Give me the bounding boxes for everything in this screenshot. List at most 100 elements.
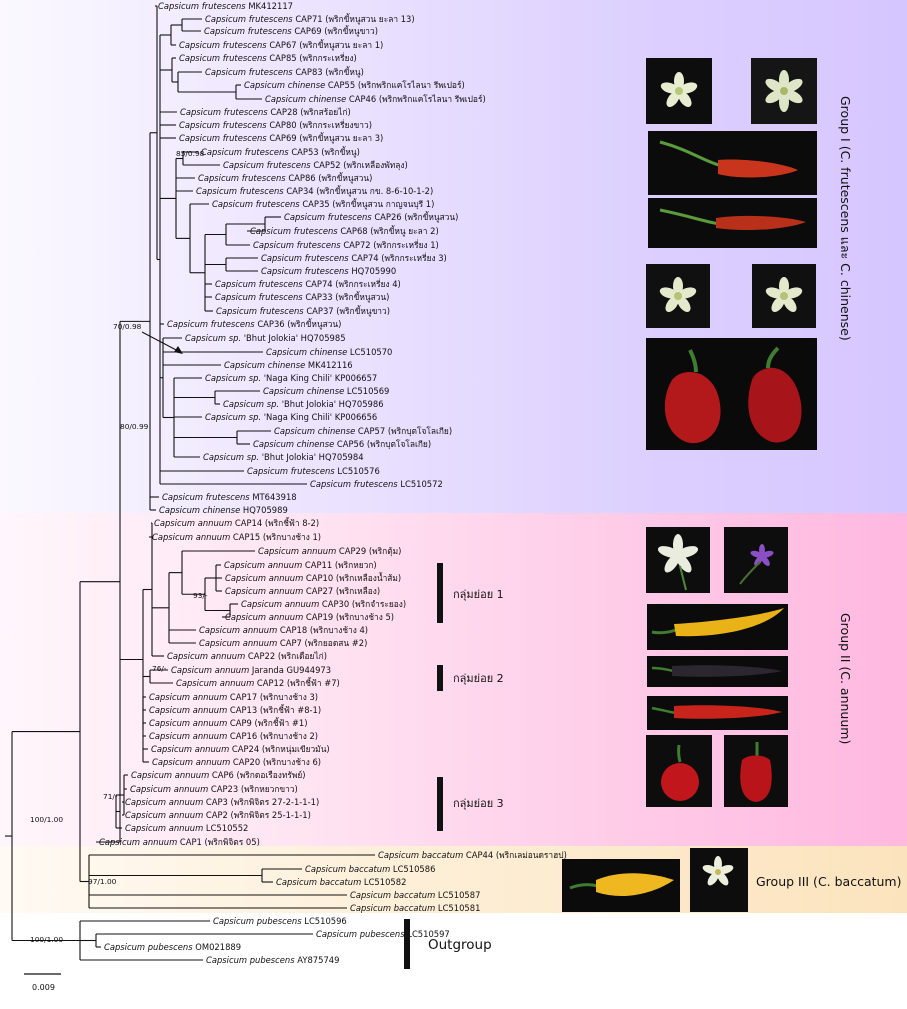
taxon-id: MT643918: [252, 492, 296, 502]
taxon-id: AY875749: [297, 955, 339, 965]
taxon-species: Capsicum sp.: [205, 412, 264, 422]
taxon-species: Capsicum frutescens: [284, 212, 374, 222]
taxon-id: CAP74 (พริกกระเหรี่ยง 3): [351, 252, 447, 263]
taxon-id: LC510569: [347, 386, 389, 396]
taxon-species: Capsicum chinense: [265, 94, 349, 104]
taxon-species: Capsicum annuum: [125, 797, 206, 807]
taxon-label: Capsicum annuum CAP20 (พริกบางช้าง 6): [152, 757, 321, 767]
group2-label: Group II (C. annuum): [838, 613, 853, 744]
taxon-label: Capsicum frutescens CAP71 (พริกขี้หนูสวน…: [205, 13, 415, 25]
group3-background: [0, 846, 907, 913]
taxon-label: Capsicum chinense MK412116: [224, 360, 353, 370]
taxon-species: Capsicum annuum: [125, 823, 206, 833]
taxon-id: CAP69 (พริกขี้หนูขาว): [294, 25, 378, 37]
taxon-id: CAP46 (พริกพริกแคโรไลนา รีพเปอร์): [349, 94, 486, 104]
taxon-species: Capsicum annuum: [167, 651, 248, 661]
taxon-species: Capsicum chinense: [274, 426, 358, 436]
subgroup-1-bar: [437, 563, 443, 623]
subgroup-2-bar: [437, 665, 443, 691]
taxon-label: Capsicum annuum CAP11 (พริกหยวก): [224, 560, 377, 570]
taxon-label: Capsicum annuum CAP13 (พริกชี้ฟ้า #8-1): [149, 704, 321, 715]
taxon-label: Capsicum baccatum CAP44 (พริกเลม่อนดราฮป…: [378, 850, 567, 860]
taxon-species: Capsicum baccatum: [350, 903, 438, 913]
taxon-label: Capsicum sp. 'Naga King Chili' KP006656: [205, 412, 377, 422]
taxon-id: CAP27 (พริกเหลือง): [306, 586, 380, 596]
taxon-id: CAP34 (พริกขี้หนูสวน กข. 8-6-10-1-2): [286, 185, 433, 197]
photo-chili-yellow-long: [647, 604, 788, 650]
subgroup-1-label: กลุ่มย่อย 1: [453, 588, 504, 601]
support-value: 71/-: [103, 792, 118, 801]
taxon-id: CAP10 (พริกเหลืองน้ำส้ม): [306, 572, 401, 583]
support-values: 70/0.98 80/0.99 85/0.98 93/- 76/- 71/- 1…: [30, 149, 208, 944]
photo-flower-white: [646, 58, 712, 124]
taxon-id: CAP57 (พริกบุตโจโลเกีย): [358, 426, 452, 437]
taxon-id: CAP19 (พริกบางช้าง 5): [306, 612, 394, 622]
taxon-id: CAP68 (พริกขี้หนู ยะลา 2): [340, 225, 438, 237]
taxon-id: CAP26 (พริกขี้หนูสวน): [374, 211, 458, 223]
taxon-id: CAP30 (พริกจำระยอง): [322, 599, 406, 609]
taxon-label: Capsicum frutescens CAP26 (พริกขี้หนูสวน…: [284, 211, 458, 223]
taxon-id: LC510597: [407, 929, 449, 939]
taxon-id: CAP86 (พริกขี้หนูสวน): [288, 172, 372, 184]
photo-chili-red-small: [648, 198, 817, 248]
taxon-species: Capsicum frutescens: [180, 107, 270, 117]
taxon-species: Capsicum frutescens: [247, 466, 337, 476]
taxon-species: Capsicum annuum: [171, 665, 252, 675]
taxon-label: Capsicum baccatum LC510586: [305, 864, 435, 874]
taxon-species: Capsicum annuum: [225, 612, 306, 622]
taxon-species: Capsicum frutescens: [158, 1, 248, 11]
taxon-label: Capsicum annuum CAP17 (พริกบางช้าง 3): [149, 692, 318, 702]
taxon-id: CAP15 (พริกบางช้าง 1): [233, 532, 321, 542]
taxon-species: Capsicum annuum: [199, 638, 280, 648]
taxon-id: LC510552: [206, 823, 248, 833]
taxon-species: Capsicum baccatum: [305, 864, 393, 874]
taxon-species: Capsicum frutescens: [261, 253, 351, 263]
taxon-species: Capsicum frutescens: [198, 173, 288, 183]
taxon-id: CAP16 (พริกบางช้าง 2): [230, 731, 318, 741]
taxon-label: Capsicum chinense CAP57 (พริกบุตโจโลเกีย…: [274, 426, 452, 437]
taxon-id: CAP29 (พริกตุ้ม): [339, 546, 402, 557]
taxon-id: LC510572: [400, 479, 442, 489]
taxon-species: Capsicum frutescens: [212, 199, 302, 209]
taxon-label: Capsicum frutescens CAP69 (พริกขี้หนูขาว…: [204, 25, 378, 37]
taxon-label: Capsicum frutescens CAP74 (พริกกระเหรี่ย…: [261, 252, 447, 263]
taxon-species: Capsicum annuum: [224, 560, 305, 570]
taxon-id: LC510596: [304, 916, 346, 926]
taxon-species: Capsicum annuum: [149, 718, 230, 728]
taxon-id: CAP17 (พริกบางช้าง 3): [230, 692, 318, 702]
taxon-species: Capsicum chinense: [244, 80, 328, 90]
taxon-id: CAP13 (พริกชี้ฟ้า #8-1): [230, 704, 321, 715]
taxon-id: CAP33 (พริกขี้หนูสวน): [305, 291, 389, 303]
taxon-label: Capsicum annuum CAP29 (พริกตุ้ม): [258, 546, 401, 557]
taxon-species: Capsicum annuum: [152, 532, 233, 542]
taxon-species: Capsicum annuum: [149, 731, 230, 741]
taxon-species: Capsicum annuum: [225, 586, 306, 596]
group1-label: Group I (C. frutescens และ C. chinense): [838, 96, 853, 341]
taxon-id: LC510581: [438, 903, 480, 913]
taxon-label: Capsicum frutescens HQ705990: [261, 266, 396, 276]
taxon-label: Capsicum frutescens MK412117: [158, 1, 293, 11]
taxon-species: Capsicum frutescens: [250, 226, 340, 236]
taxon-species: Capsicum annuum: [152, 757, 233, 767]
support-value: 100/1.00: [30, 935, 63, 944]
photo-flower-purple: [724, 527, 788, 593]
taxon-id: CAP71 (พริกขี้หนูสวน ยะลา 13): [295, 13, 414, 25]
taxon-id: CAP83 (พริกขี้หนู): [295, 66, 364, 78]
taxon-species: Capsicum pubescens: [213, 916, 304, 926]
support-value: 97/1.00: [88, 877, 117, 886]
taxon-id: CAP6 (พริกดอเรืองทรัพย์): [212, 770, 306, 780]
taxon-species: Capsicum sp.: [223, 399, 282, 409]
support-value: 80/0.99: [120, 422, 149, 431]
taxon-label: Capsicum sp. 'Bhut Jolokia' HQ705986: [223, 399, 384, 409]
taxon-label: Capsicum frutescens CAP34 (พริกขี้หนูสวน…: [196, 185, 433, 197]
taxon-species: Capsicum annuum: [176, 678, 257, 688]
taxon-id: CAP2 (พริกพิจิตร 25-1-1-1): [206, 810, 311, 820]
taxon-species: Capsicum frutescens: [201, 147, 291, 157]
taxon-label: Capsicum sp. 'Bhut Jolokia' HQ705984: [203, 452, 364, 462]
taxon-id: HQ705989: [243, 505, 288, 515]
taxon-label: Capsicum chinense CAP55 (พริกพริกแคโรไลน…: [244, 80, 465, 90]
taxon-label: Capsicum annuum CAP12 (พริกชี้ฟ้า #7): [176, 677, 340, 688]
support-value: 93/-: [193, 591, 208, 600]
